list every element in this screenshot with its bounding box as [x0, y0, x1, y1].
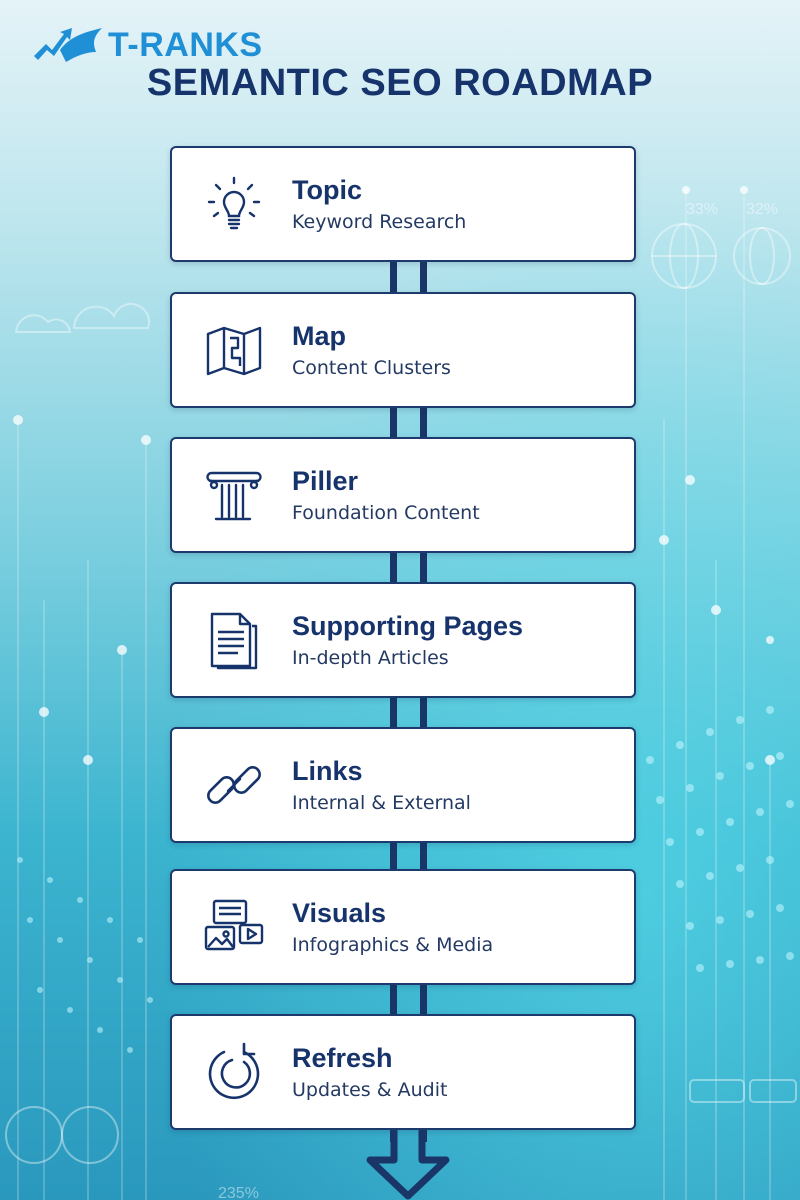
background-percent-label: 235%	[218, 1185, 259, 1200]
header: T-RANKS SEMANTIC SEO ROADMAP	[0, 0, 800, 140]
step-subtitle: Keyword Research	[292, 211, 467, 233]
roadmap-step-topic: Topic Keyword Research	[170, 146, 636, 262]
roadmap-step-piller: Piller Foundation Content	[170, 437, 636, 553]
down-arrow-icon	[366, 1130, 450, 1200]
roadmap-step-supporting-pages: Supporting Pages In-depth Articles	[170, 582, 636, 698]
step-subtitle: Infographics & Media	[292, 934, 494, 956]
step-title: Topic	[292, 175, 362, 205]
roadmap-connector-right	[420, 262, 427, 1142]
step-title: Visuals	[292, 898, 387, 928]
step-subtitle: Updates & Audit	[292, 1079, 448, 1101]
step-title: Links	[292, 756, 363, 786]
step-title: Supporting Pages	[292, 611, 524, 641]
refresh-icon	[208, 1042, 260, 1100]
media-icon	[204, 899, 264, 951]
pillar-icon	[206, 471, 262, 521]
brand-logo: T-RANKS	[30, 22, 263, 68]
lightbulb-icon	[207, 176, 261, 230]
roadmap-step-map: Map Content Clusters	[170, 292, 636, 408]
document-icon	[210, 612, 258, 670]
background-percent-label: 33%	[686, 201, 718, 218]
shark-logo-icon	[34, 28, 102, 62]
step-subtitle: Internal & External	[292, 792, 471, 814]
roadmap-step-links: Links Internal & External	[170, 727, 636, 843]
page-title: SEMANTIC SEO ROADMAP	[146, 62, 654, 104]
step-title: Refresh	[292, 1043, 393, 1073]
step-title: Map	[292, 321, 346, 351]
roadmap-connector-left	[390, 262, 397, 1142]
step-title: Piller	[292, 466, 359, 496]
brand-name: T-RANKS	[108, 25, 263, 64]
roadmap-step-refresh: Refresh Updates & Audit	[170, 1014, 636, 1130]
chain-link-icon	[207, 766, 261, 804]
step-subtitle: In-depth Articles	[292, 647, 449, 669]
map-icon	[206, 326, 262, 376]
step-subtitle: Content Clusters	[292, 357, 451, 379]
background-percent-label: 32%	[746, 201, 778, 218]
step-subtitle: Foundation Content	[292, 502, 480, 524]
roadmap-step-visuals: Visuals Infographics & Media	[170, 869, 636, 985]
